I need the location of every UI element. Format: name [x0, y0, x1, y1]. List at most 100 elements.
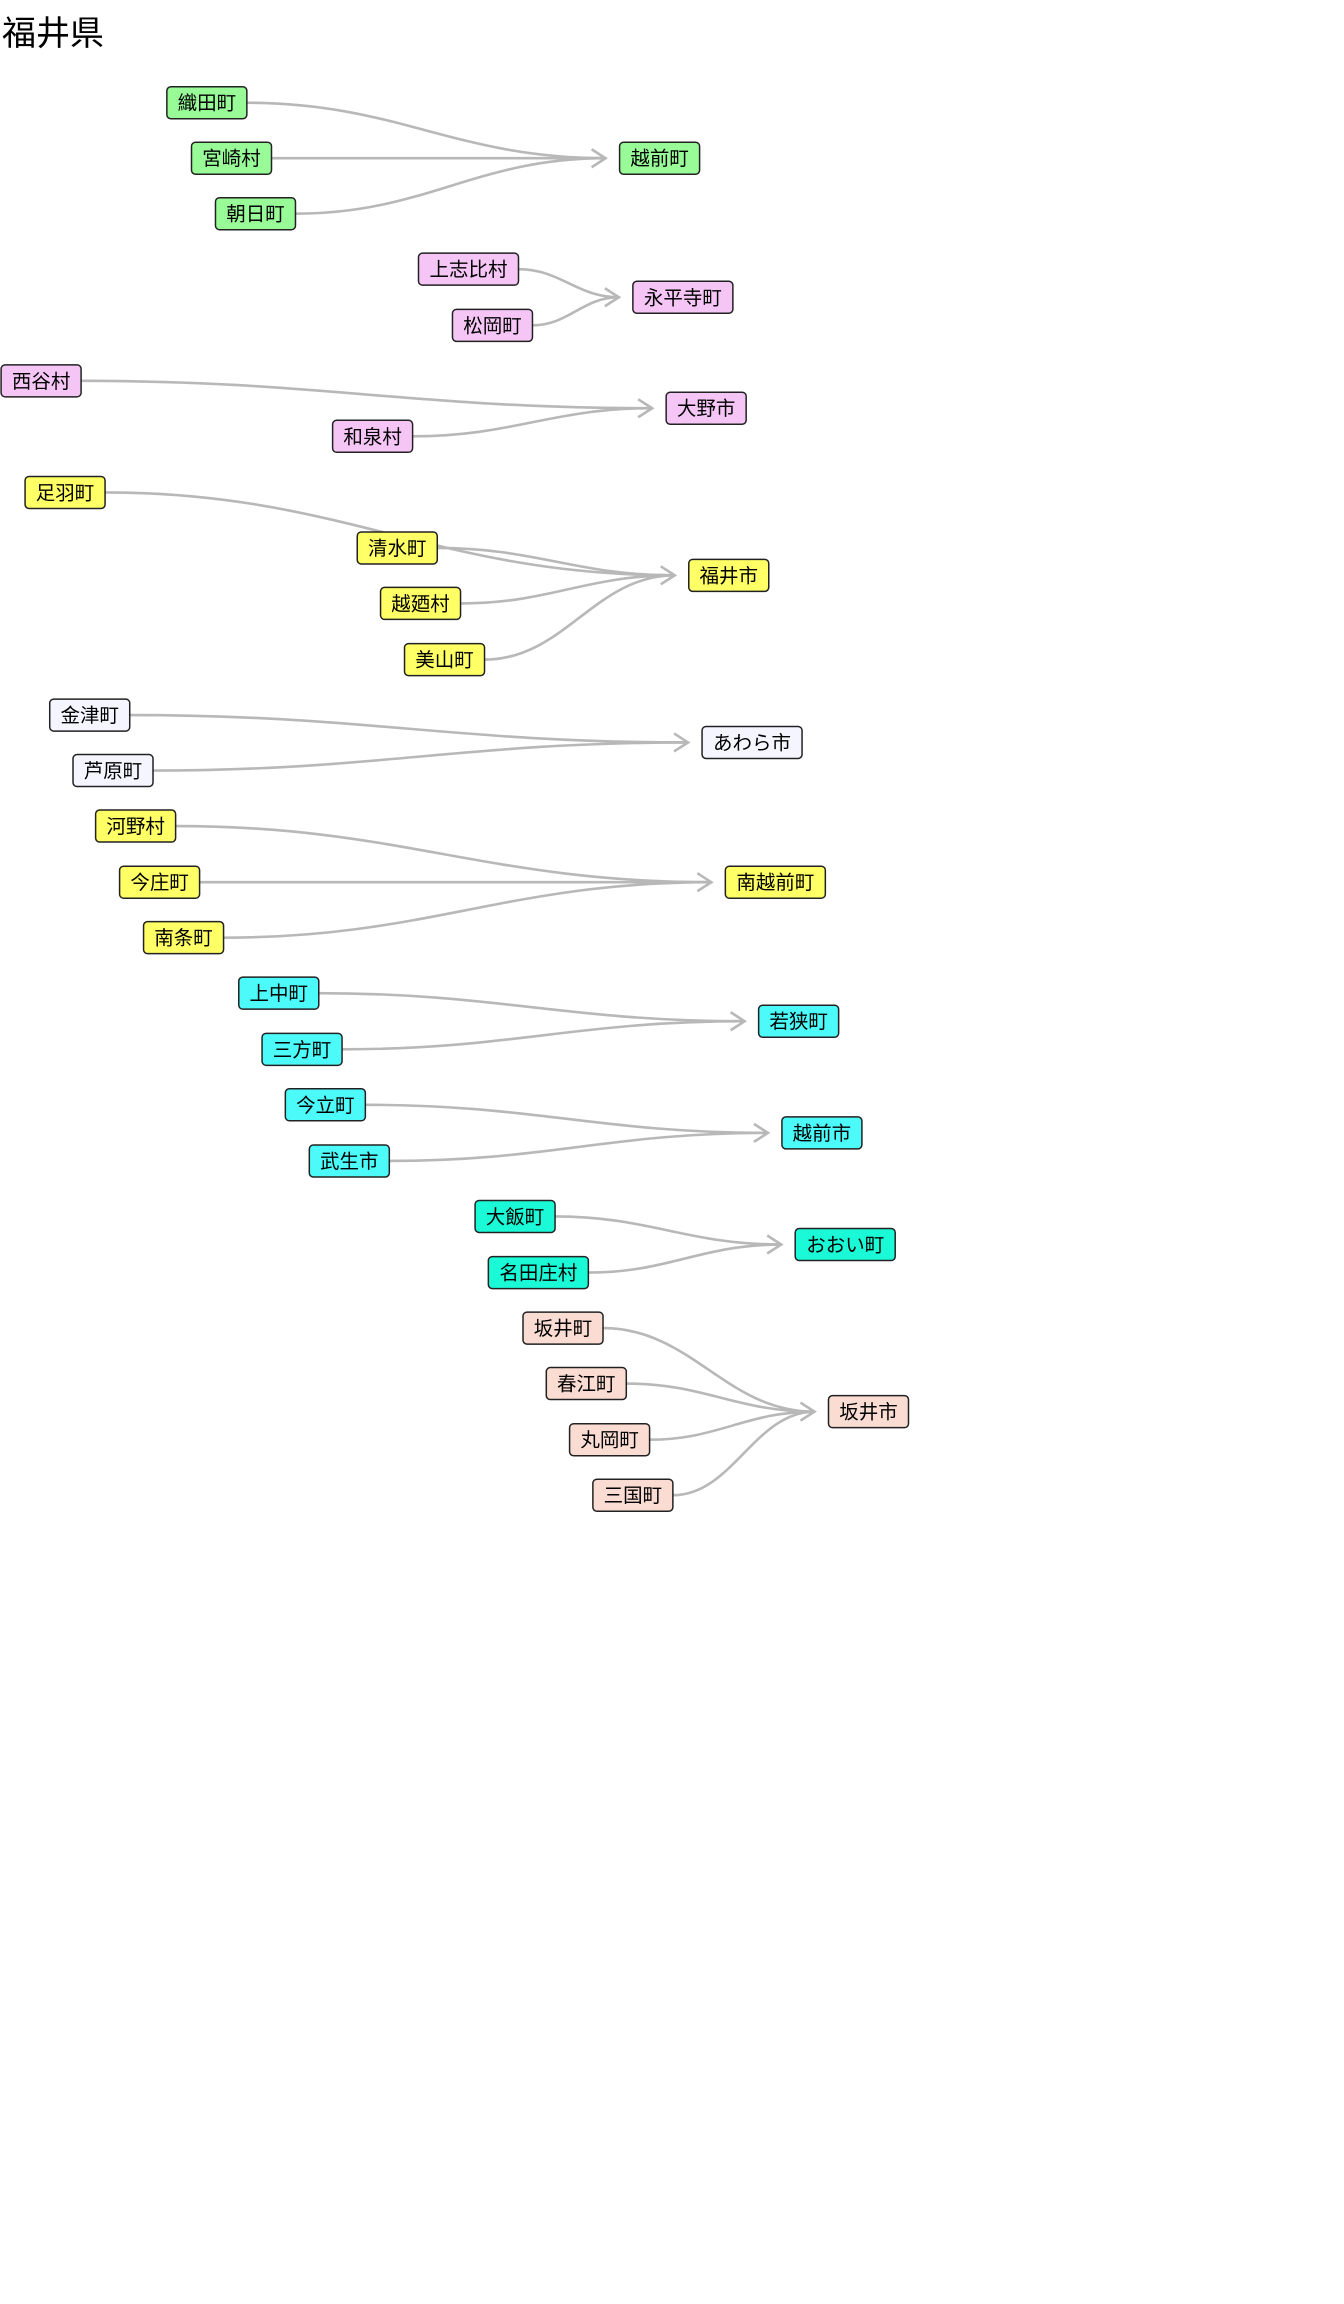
source-node-box [284, 1088, 367, 1122]
source-node: 武生市 [308, 1144, 391, 1178]
target-node-label: 福井市 [700, 564, 759, 587]
merge-edge [484, 574, 675, 661]
source-node: 越廼村 [379, 586, 462, 621]
merge-edge [318, 991, 745, 1023]
merge-edge [437, 546, 675, 577]
source-node: 坂井町 [522, 1311, 604, 1345]
source-node-label: 和泉村 [343, 425, 402, 448]
source-node: 美山町 [403, 642, 486, 677]
merge-edge [129, 713, 689, 744]
merge-edge [649, 1410, 815, 1442]
source-node: 上中町 [238, 976, 320, 1010]
arrow-head-icon [660, 565, 678, 586]
page-title: 福井県 [2, 14, 104, 54]
target-node-label: 永平寺町 [644, 286, 722, 309]
merge-edge [532, 295, 619, 327]
source-node-label: 坂井町 [534, 1317, 593, 1340]
source-node-box [403, 642, 486, 677]
source-node: 上志比村 [417, 252, 520, 286]
arrow-head-icon [696, 872, 714, 893]
source-node-label: 三国町 [604, 1484, 663, 1507]
merge-edge [412, 406, 653, 438]
target-node-box [632, 280, 734, 315]
source-node-label: 大飯町 [486, 1205, 545, 1228]
arrow-head-icon [637, 398, 655, 419]
merge-edge [460, 574, 675, 605]
source-node: 西谷村 [0, 364, 82, 398]
source-node-box [356, 531, 439, 565]
target-node: 永平寺町 [632, 280, 734, 315]
merge-edge [175, 824, 712, 884]
source-node-label: 名田庄村 [499, 1262, 577, 1285]
source-node: 南条町 [142, 920, 225, 955]
source-node-label: 春江町 [557, 1373, 616, 1396]
target-node-box [827, 1394, 910, 1429]
source-node-label: 朝日町 [226, 203, 285, 226]
source-node-box [24, 475, 106, 510]
target-node-box [757, 1004, 840, 1038]
target-node-label: 若狭町 [769, 1010, 828, 1033]
source-node-box [522, 1311, 604, 1345]
target-node: 若狭町 [757, 1004, 840, 1038]
target-node: 大野市 [665, 391, 747, 425]
merge-edge [342, 1019, 745, 1051]
source-node-label: 足羽町 [36, 481, 95, 504]
source-node: 名田庄村 [487, 1255, 590, 1290]
merge-edge [81, 379, 653, 410]
source-node-box [331, 419, 414, 454]
target-node: おおい町 [794, 1227, 896, 1262]
source-node: 河野村 [94, 809, 177, 843]
source-node: 春江町 [545, 1366, 628, 1401]
target-node-label: あわら市 [713, 731, 791, 754]
source-node: 三方町 [261, 1032, 343, 1067]
merge-edge [672, 1410, 815, 1497]
merge-edge [603, 1326, 815, 1413]
source-node: 今庄町 [118, 865, 201, 899]
merge-edge [246, 101, 606, 160]
source-node: 朝日町 [214, 196, 297, 231]
target-node: 越前市 [781, 1116, 863, 1150]
target-node-box [794, 1227, 896, 1262]
source-node-box [474, 1199, 556, 1234]
target-node-label: 越前町 [630, 147, 689, 170]
source-node: 織田町 [166, 85, 248, 120]
arrow-head-icon [673, 732, 691, 753]
source-node-label: 南条町 [154, 927, 213, 950]
arrow-head-icon [766, 1234, 784, 1255]
source-node: 大飯町 [474, 1199, 556, 1234]
target-node-label: おおい町 [806, 1234, 884, 1257]
node-layer: 織田町宮崎村朝日町越前町上志比村松岡町永平寺町西谷村和泉村大野市足羽町清水町越廼… [0, 85, 910, 1512]
source-node: 和泉村 [331, 419, 414, 454]
merge-edge [365, 1103, 768, 1135]
target-node-label: 大野市 [677, 397, 736, 420]
source-node-box [592, 1478, 674, 1512]
target-node-box [688, 558, 770, 593]
source-node-label: 織田町 [178, 92, 237, 115]
target-node: 坂井市 [827, 1394, 910, 1429]
arrow-head-icon [753, 1122, 771, 1143]
source-node-box [0, 364, 82, 398]
source-node-box [308, 1144, 391, 1178]
source-node-box [238, 976, 320, 1010]
source-node-box [72, 753, 154, 788]
source-node-label: 金津町 [60, 704, 119, 727]
source-node-label: 西谷村 [12, 370, 71, 393]
source-node-label: 松岡町 [463, 314, 522, 337]
target-node: 越前町 [618, 141, 701, 175]
target-node-box [724, 865, 827, 899]
source-node-label: 三方町 [273, 1038, 332, 1061]
source-node: 松岡町 [451, 308, 534, 343]
source-node-box [417, 252, 520, 286]
merge-edge [588, 1243, 782, 1274]
merge-edge [295, 156, 606, 215]
source-node-label: 丸岡町 [580, 1429, 639, 1452]
source-node-box [190, 141, 273, 175]
source-node-label: 芦原町 [84, 760, 143, 783]
source-node-box [48, 698, 131, 732]
source-node-box [545, 1366, 628, 1401]
source-node: 三国町 [592, 1478, 674, 1512]
source-node-label: 今立町 [296, 1094, 355, 1117]
merge-edge [555, 1215, 782, 1246]
merge-edge [223, 880, 712, 939]
